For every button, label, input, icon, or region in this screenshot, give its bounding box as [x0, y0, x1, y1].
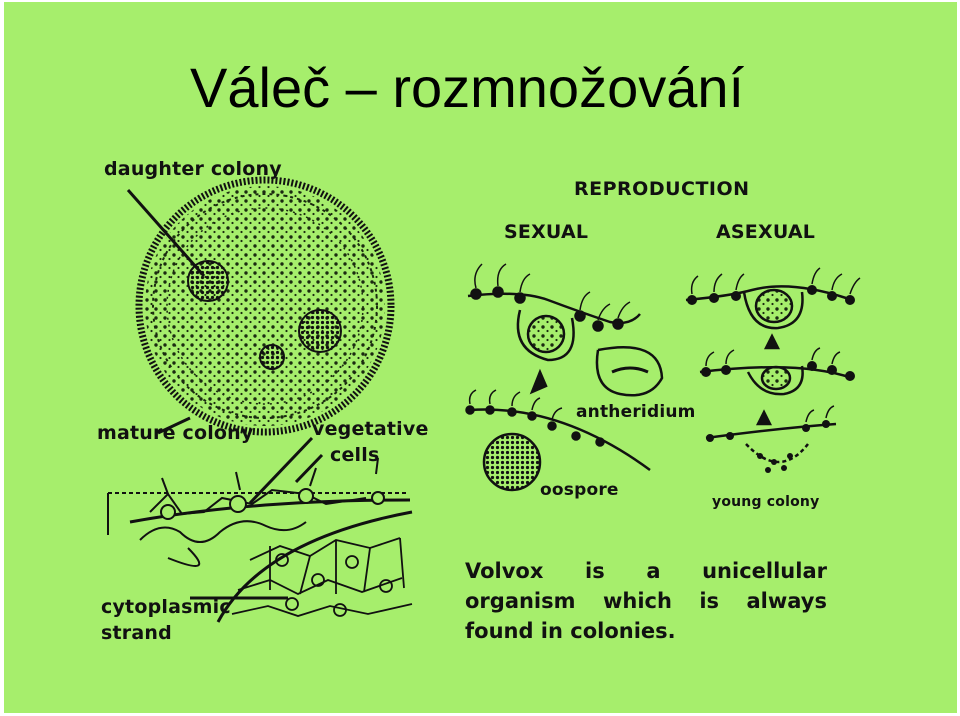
mature-colony-pointer: [157, 416, 191, 435]
vegetative-cells-pointer: [248, 436, 314, 505]
label-antheridium: antheridium: [576, 402, 696, 422]
label-mature-colony: mature colony: [97, 422, 254, 444]
sexual-reproduction-illustration: [467, 292, 664, 492]
daughter-colony: [259, 344, 285, 370]
sexual-flagella: [468, 263, 631, 421]
daughter-colony-pointer: [126, 189, 206, 277]
label-young-colony: young colony: [712, 494, 820, 510]
mature-colony-sphere: [135, 176, 395, 436]
volvox-description: Volvox is a unicellular organism which i…: [465, 556, 827, 646]
slide-title: Váleč – rozmnožování: [190, 56, 745, 119]
label-asexual: ASEXUAL: [716, 221, 816, 243]
label-reproduction: REPRODUCTION: [574, 178, 750, 200]
description-word: unicellular: [702, 559, 827, 583]
cell-mesh: [231, 537, 413, 617]
vegetative-cells-pointer: [294, 453, 324, 484]
description-word: organism: [465, 589, 576, 613]
label-oospore: oospore: [540, 480, 619, 500]
description-row-1: Volvox is a unicellular: [465, 556, 827, 586]
label-sexual: SEXUAL: [504, 221, 589, 243]
asexual-flagella: [690, 267, 861, 423]
vegetative-cell-nodes: [160, 488, 385, 520]
description-word: always: [746, 589, 827, 613]
label-cells: cells: [330, 444, 380, 466]
description-word: is: [699, 589, 720, 613]
description-word: a: [646, 559, 661, 583]
description-word: is: [585, 559, 605, 583]
asexual-cells: [687, 285, 855, 473]
description-word: Volvox: [465, 559, 544, 583]
description-row-2: organism which is always: [465, 586, 827, 616]
daughter-colony: [298, 309, 342, 353]
label-vegetative: vegetative: [312, 418, 429, 440]
sexual-cells: [465, 286, 624, 447]
label-daughter-colony: daughter colony: [104, 158, 282, 180]
description-row-3: found in colonies.: [465, 619, 676, 643]
label-strand: strand: [101, 622, 172, 644]
description-word: which: [602, 589, 672, 613]
daughter-colony: [187, 260, 229, 302]
label-cytoplasmic: cytoplasmic: [101, 596, 231, 618]
